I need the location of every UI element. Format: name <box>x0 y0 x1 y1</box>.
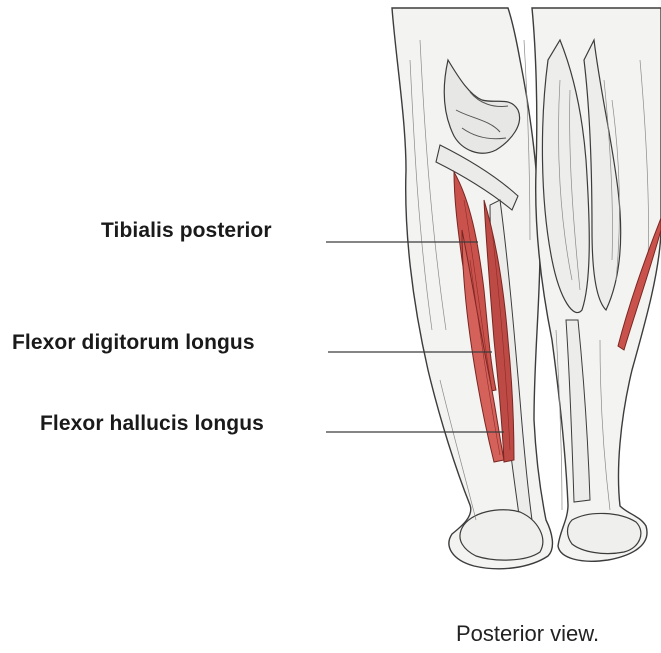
figure-caption: Posterior view. <box>456 621 599 647</box>
label-flexor-digitorum-longus: Flexor digitorum longus <box>12 331 255 355</box>
right-heel <box>568 513 641 553</box>
label-tibialis-posterior: Tibialis posterior <box>101 219 272 243</box>
label-flexor-hallucis-longus: Flexor hallucis longus <box>40 412 264 436</box>
